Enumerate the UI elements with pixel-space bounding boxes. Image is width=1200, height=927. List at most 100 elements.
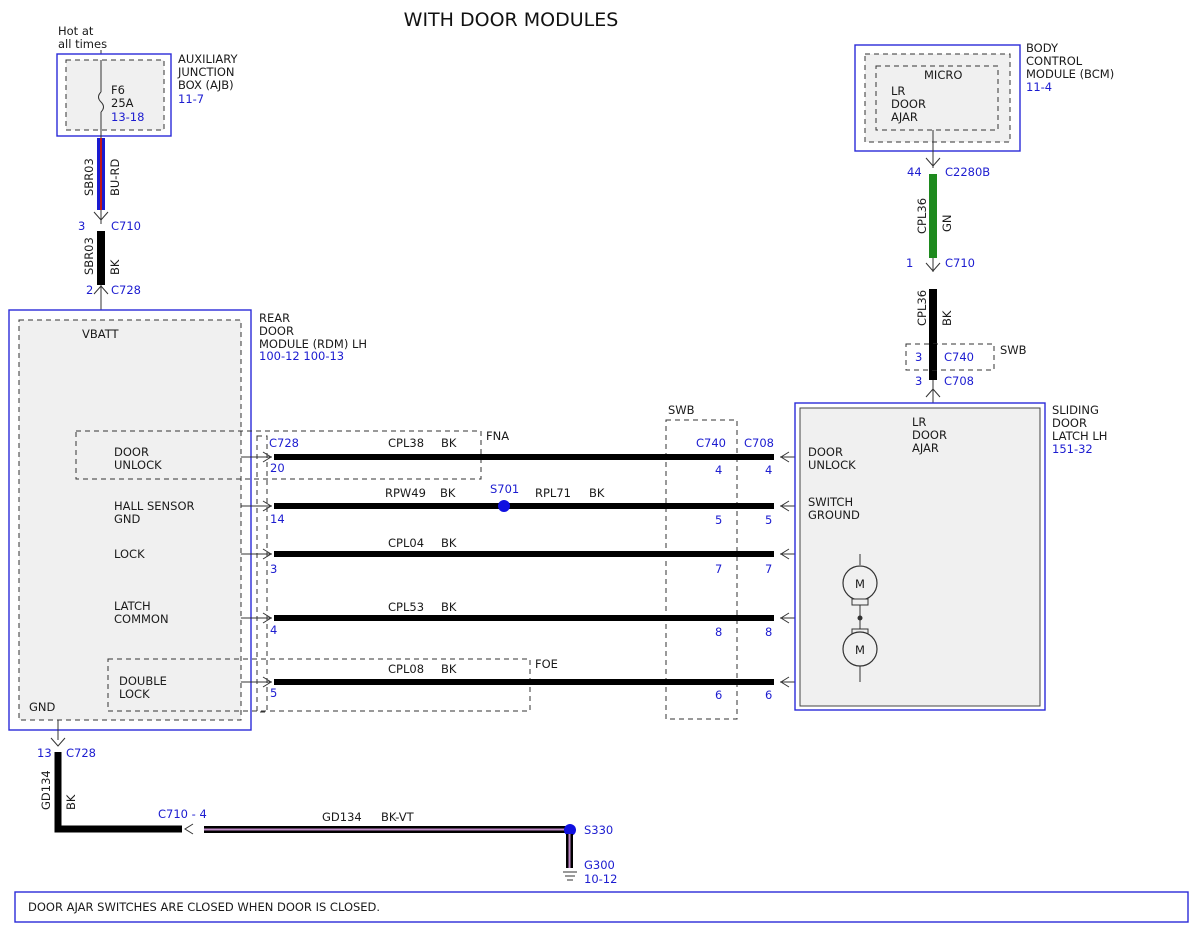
rdm-connector-c728: C728 (269, 436, 299, 450)
bcm-input-3: AJAR (891, 110, 918, 124)
note-text: DOOR AJAR SWITCHES ARE CLOSED WHEN DOOR … (28, 900, 380, 914)
cpl36-bottom-color: BK (940, 310, 954, 326)
splice-s330 (564, 824, 576, 836)
c740-pin: 3 (915, 350, 922, 364)
rpl71-circuit: RPL71 (535, 486, 571, 500)
bcm-input-2: DOOR (891, 97, 926, 111)
ground-connector: C728 (66, 746, 96, 760)
ajb-name-3: BOX (AJB) (178, 78, 234, 92)
rpl71-latch-pin: 5 (765, 513, 772, 527)
rdm-pin-double-lock-2: LOCK (119, 687, 150, 701)
rdm-pin-door-unlock-2: UNLOCK (114, 458, 162, 472)
cpl04-color: BK (441, 536, 457, 550)
rpl71-swb-pin: 5 (715, 513, 722, 527)
wire-cpl08: CPL08 BK 5 6 6 (241, 662, 860, 702)
wire-cpl04: CPL04 BK 3 7 7 (241, 536, 860, 576)
cpl36-top-color: GN (940, 214, 954, 232)
latch-name-3: LATCH LH (1052, 429, 1107, 443)
sbr03-bottom-color: BK (108, 259, 122, 275)
bcm-name-2: CONTROL (1026, 54, 1083, 68)
gd134-vertical-circuit: GD134 (39, 770, 53, 810)
rpw49-rdm-pin: 14 (270, 512, 285, 526)
ground-circuit: 13 C728 GD134 BK C710 - 4 GD134 BK-VT S3… (37, 720, 617, 886)
rdm-pin-door-unlock-1: DOOR (114, 445, 149, 459)
gnd-label: GND (29, 700, 56, 714)
bcm-name-1: BODY (1026, 41, 1059, 55)
cpl36-top-circuit: CPL36 (915, 198, 929, 234)
inline-c710-4: C710 - 4 (158, 807, 207, 821)
sbr03-bottom-circuit: SBR03 (82, 237, 96, 275)
g300-page-ref: 10-12 (584, 872, 617, 886)
fuse-page-ref: 13-18 (111, 110, 144, 124)
sliding-door-latch: LR DOOR AJAR SLIDING DOOR LATCH LH 151-3… (794, 402, 1107, 711)
wire-rpw49-rpl71: S701 RPW49 BK RPL71 BK 14 5 5 (241, 482, 800, 527)
rear-door-module: VBATT GND REAR DOOR MODULE (RDM) LH 100-… (8, 309, 367, 731)
latch-pin-switch-ground-1: SWITCH (808, 495, 853, 509)
bcm-micro-label: MICRO (924, 68, 962, 82)
c710-connector: C710 (111, 219, 141, 233)
foe-option-box (107, 658, 531, 712)
swb-connector-c740: C740 (696, 436, 726, 450)
fuse-number: F6 (111, 83, 125, 97)
body-control-module: MICRO LR DOOR AJAR BODY CONTROL MODULE (… (854, 41, 1114, 168)
c710-right-pin: 1 (906, 256, 913, 270)
auxiliary-junction-box: Hot at all times F6 25A 13-18 AUXILIARY … (56, 24, 238, 140)
cpl08-circuit: CPL08 (388, 662, 424, 676)
ground-pin: 13 (37, 746, 52, 760)
rdm-pin-latch-common-1: LATCH (114, 599, 151, 613)
latch-input-3: AJAR (912, 441, 939, 455)
cpl53-rdm-pin: 4 (270, 623, 277, 637)
foe-label: FOE (535, 657, 558, 671)
rpl71-color: BK (589, 486, 605, 500)
cpl08-latch-pin: 6 (765, 688, 772, 702)
motor-1-label: M (855, 577, 865, 591)
rdm-pin-lock: LOCK (114, 547, 145, 561)
rdm-connector-dashed (256, 435, 268, 713)
wire-cpl36-gn: 44 C2280B CPL36 GN 1 C710 (906, 157, 990, 272)
gd134-vertical-color: BK (64, 794, 78, 810)
diagram-title: WITH DOOR MODULES (404, 9, 619, 31)
sbr03-top-circuit: SBR03 (82, 158, 96, 196)
fuse-rating: 25A (111, 96, 134, 110)
wire-sbr03-bu-rd: SBR03 BU-RD 3 C710 (78, 138, 141, 233)
latch-input-1: LR (912, 415, 926, 429)
c740-connector: C740 (944, 350, 974, 364)
c710-right-connector: C710 (945, 256, 975, 270)
cpl53-swb-pin: 8 (715, 625, 722, 639)
cpl38-swb-pin: 4 (715, 463, 722, 477)
rdm-pin-latch-common-2: COMMON (114, 612, 169, 626)
latch-page-ref: 151-32 (1052, 442, 1093, 456)
cpl38-circuit: CPL38 (388, 436, 424, 450)
cpl04-rdm-pin: 3 (270, 562, 277, 576)
note-box (14, 891, 1189, 923)
swb-c740-box (905, 343, 995, 371)
c708-top-pin: 3 (915, 374, 922, 388)
rdm-page-refs: 100-12 100-13 (259, 349, 344, 363)
cpl36-bottom-circuit: CPL36 (915, 290, 929, 326)
s330-label: S330 (584, 823, 613, 837)
fna-label: FNA (486, 429, 509, 443)
rdm-name-2: DOOR (259, 324, 294, 338)
latch-pin-switch-ground-2: GROUND (808, 508, 860, 522)
rdm-name-1: REAR (259, 311, 290, 325)
bcm-input-1: LR (891, 84, 905, 98)
c708-top-connector: C708 (944, 374, 974, 388)
wire-cpl53: CPL53 BK 4 8 8 (241, 600, 860, 639)
cpl53-circuit: CPL53 (388, 600, 424, 614)
latch-pin-door-unlock-2: UNLOCK (808, 458, 856, 472)
c728-connector: C728 (111, 283, 141, 297)
ajb-page-ref: 11-7 (178, 92, 204, 106)
sbr03-top-color: BU-RD (108, 159, 122, 196)
bcm-name-3: MODULE (BCM) (1026, 67, 1114, 81)
cpl08-color: BK (441, 662, 457, 676)
c2280b-pin: 44 (907, 165, 922, 179)
fna-option-box (75, 430, 482, 480)
wire-sbr03-bk: SBR03 BK 2 C728 (82, 231, 141, 320)
vbatt-label: VBATT (82, 327, 120, 341)
rdm-pin-hall-sensor-1: HALL SENSOR (114, 499, 195, 513)
wire-cpl36-bk: CPL36 BK 3 C740 SWB 3 C708 (905, 289, 1027, 408)
rdm-pin-double-lock-1: DOUBLE (119, 674, 167, 688)
c2280b-connector: C2280B (945, 165, 990, 179)
motor-2-label: M (855, 643, 865, 657)
